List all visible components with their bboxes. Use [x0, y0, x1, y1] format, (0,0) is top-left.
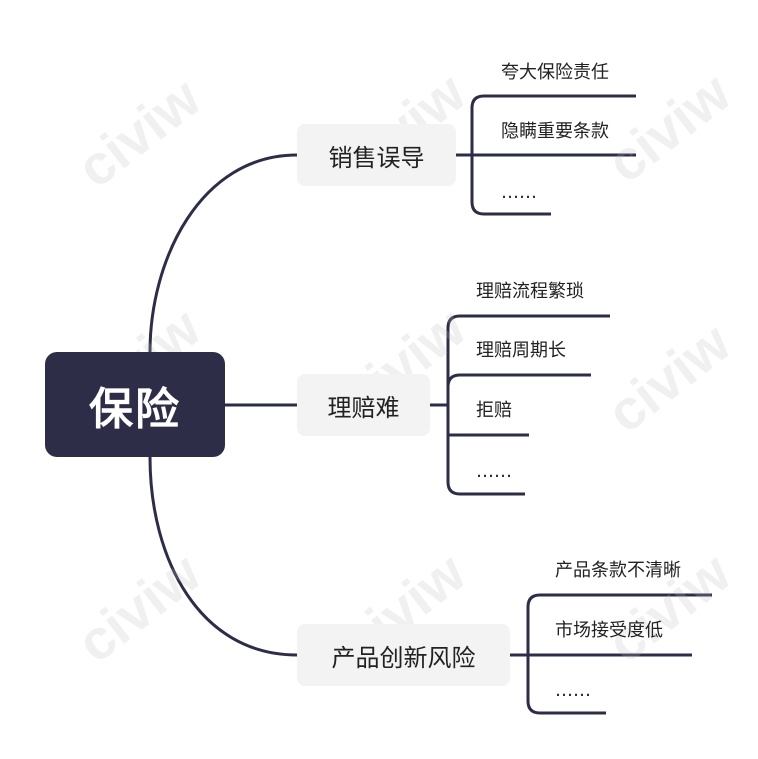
- leaf-item[interactable]: ……: [476, 461, 512, 482]
- leaf-item[interactable]: 夸大保险责任: [501, 62, 609, 83]
- leaf-item[interactable]: 拒赔: [476, 400, 512, 421]
- leaf-item[interactable]: 市场接受度低: [555, 620, 663, 641]
- leaf-item[interactable]: 理赔流程繁琐: [476, 281, 584, 302]
- connector-root-to-product: [148, 456, 298, 657]
- leaf-item[interactable]: 理赔周期长: [476, 340, 566, 361]
- root-node[interactable]: 保险: [45, 352, 225, 457]
- connector-root-to-sales: [148, 153, 298, 353]
- branch-label: 理赔难: [327, 393, 400, 422]
- branch-label: 产品创新风险: [331, 643, 476, 672]
- branch-node-sales-misleading[interactable]: 销售误导: [297, 124, 456, 186]
- bracket-claims: [446, 314, 461, 496]
- leaf-item[interactable]: 隐瞒重要条款: [501, 121, 609, 142]
- leaf-item[interactable]: ……: [501, 182, 537, 203]
- leaf-item[interactable]: 产品条款不清晰: [555, 560, 681, 581]
- branch-node-claims-difficulty[interactable]: 理赔难: [297, 374, 430, 436]
- root-label: 保险: [89, 383, 181, 435]
- underline-claims-2: [446, 373, 461, 388]
- leaf-item[interactable]: ……: [555, 680, 591, 701]
- branch-label: 销售误导: [328, 143, 425, 172]
- branch-node-product-innovation-risk[interactable]: 产品创新风险: [297, 624, 510, 686]
